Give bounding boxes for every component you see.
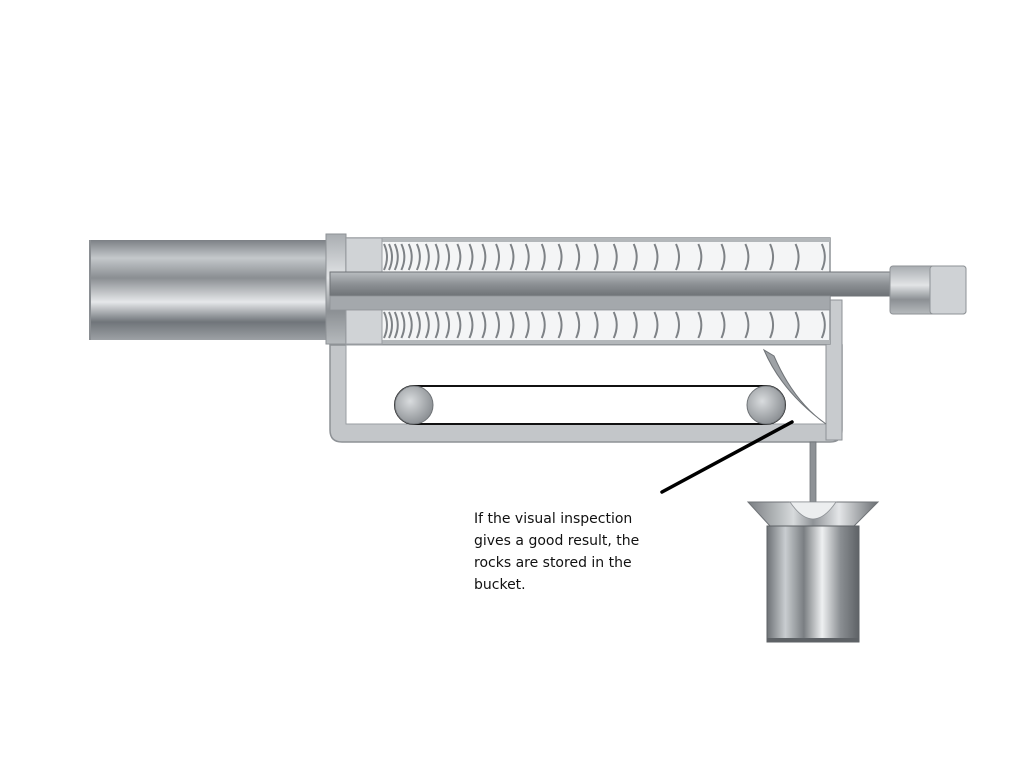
spring-coil — [697, 243, 703, 271]
spring-coil — [557, 243, 563, 271]
spring-coil — [744, 243, 750, 271]
spring-coil — [794, 243, 800, 271]
spring-coil — [468, 311, 474, 339]
spring-coil — [593, 311, 599, 339]
spring-coil — [769, 311, 775, 339]
spring-coil — [540, 243, 546, 271]
spring-coil — [632, 311, 638, 339]
drop-rod — [809, 441, 817, 505]
spring-coil — [445, 243, 451, 271]
spring-coil — [424, 243, 430, 271]
spring-coil — [388, 311, 393, 339]
spring-coil — [456, 243, 462, 271]
deflector-flap — [762, 348, 827, 425]
spring-coil — [720, 243, 726, 271]
spring-coil — [481, 243, 487, 271]
spring-coil — [388, 243, 393, 271]
spring-coil — [575, 243, 581, 271]
spring-coil — [593, 243, 599, 271]
spring-coil — [575, 311, 581, 339]
spring-coil — [794, 311, 800, 339]
spring-coil — [456, 311, 462, 339]
spring-coil — [557, 311, 563, 339]
spring-coil — [383, 243, 388, 271]
conveyor-belt — [394, 385, 786, 425]
callout-text: If the visual inspection gives a good re… — [474, 511, 640, 593]
spring-coil — [415, 243, 421, 271]
left-cylinder — [89, 233, 347, 345]
spring-coil — [632, 243, 638, 271]
spring-coil — [407, 243, 413, 271]
spring-coil — [524, 243, 530, 271]
spring-coil — [400, 311, 406, 339]
bucket — [746, 501, 880, 643]
spring-coil — [481, 311, 487, 339]
spring-coil — [415, 311, 421, 339]
spring-coil — [468, 243, 474, 271]
spring-coil — [653, 311, 659, 339]
spring-coil — [393, 243, 399, 271]
spring-coil — [434, 243, 440, 271]
spring-coil — [495, 243, 500, 271]
spring-coil — [697, 311, 703, 339]
spring-coil — [424, 311, 430, 339]
compression-spring — [383, 243, 826, 339]
spring-coil — [675, 311, 680, 339]
spring-coil — [495, 311, 500, 339]
callout-leader-line — [660, 420, 794, 494]
spring-coil — [407, 311, 413, 339]
right-roller — [746, 385, 786, 425]
spring-coil — [720, 311, 726, 339]
spring-coil — [675, 243, 680, 271]
spring-coil — [540, 311, 546, 339]
left-roller — [394, 385, 434, 425]
spring-coil — [612, 243, 618, 271]
spring-coil — [509, 243, 515, 271]
spring-coil — [612, 311, 618, 339]
spring-coil — [744, 311, 750, 339]
spring-coil — [434, 311, 440, 339]
spring-coil — [653, 243, 659, 271]
spring-coil — [393, 311, 399, 339]
spring-coil — [445, 311, 451, 339]
rod-end-cap — [889, 265, 967, 315]
spring-coil — [524, 311, 530, 339]
spring-coil — [509, 311, 515, 339]
piston-rod — [329, 271, 899, 311]
spring-coil — [769, 243, 775, 271]
bucket-body — [766, 525, 860, 643]
spring-coil — [820, 243, 826, 271]
spring-coil — [400, 243, 406, 271]
spring-coil — [383, 311, 388, 339]
spring-coil — [820, 311, 826, 339]
